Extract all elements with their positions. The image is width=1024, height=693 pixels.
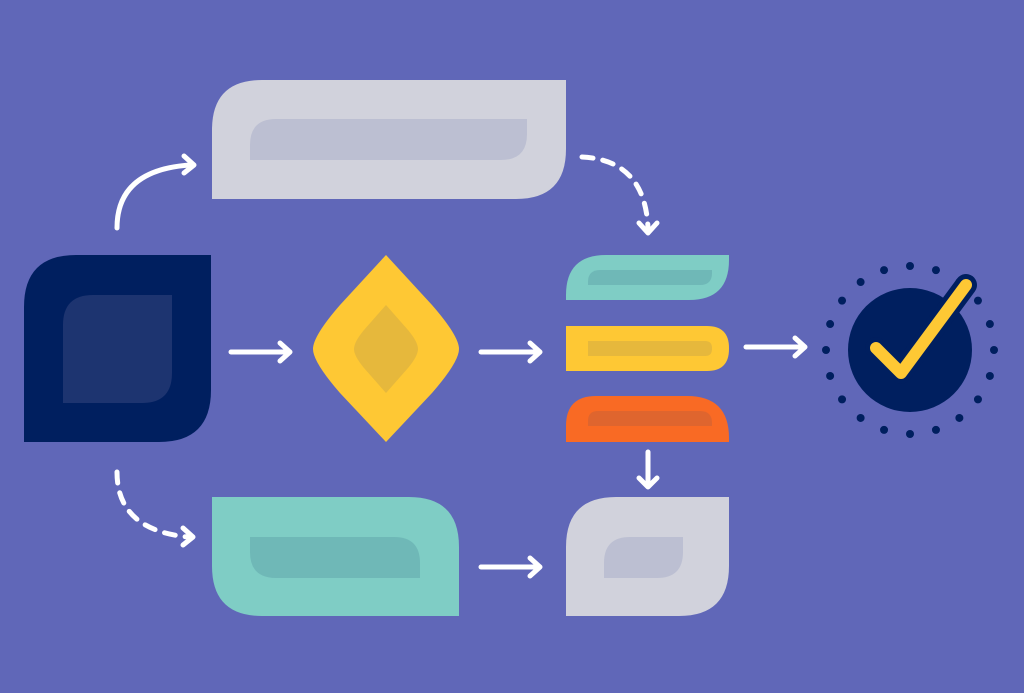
option-yellow-inner	[588, 341, 712, 356]
ring-dot	[856, 278, 865, 287]
option-orange-inner	[588, 411, 712, 426]
ring-dot	[822, 346, 830, 354]
ring-dot	[880, 425, 889, 434]
ring-dot	[990, 346, 998, 354]
ring-dot	[838, 296, 847, 305]
arrow-stack-to-result	[636, 449, 660, 490]
ring-dot	[931, 266, 940, 275]
checkmark-icon	[865, 274, 977, 384]
process-top-inner	[250, 119, 527, 160]
arrow-diamond-to-stack	[478, 340, 543, 364]
ring-dot	[856, 413, 865, 422]
arrow-top-to-stack	[579, 154, 660, 236]
ring-dot	[826, 371, 835, 380]
ring-dot	[955, 413, 964, 422]
arrow-bottom-to-result	[478, 555, 543, 579]
result-block-inner	[604, 537, 683, 578]
ring-dot	[826, 320, 835, 329]
arrow-start-to-diamond	[228, 340, 293, 364]
option-teal-inner	[588, 270, 712, 285]
ring-dot	[973, 395, 982, 404]
ring-dot	[973, 296, 982, 305]
start-block-inner	[63, 295, 172, 403]
ring-dot	[906, 262, 914, 270]
success-check	[822, 262, 998, 438]
arrow-start-to-top	[114, 153, 197, 231]
arrow-stack-to-check	[743, 335, 808, 359]
arrow-start-to-bottom	[114, 469, 196, 548]
ring-dot	[880, 266, 889, 275]
ring-dot	[985, 320, 994, 329]
process-bottom-inner	[250, 537, 420, 578]
decision-diamond-inner	[354, 305, 418, 393]
ring-dot	[838, 395, 847, 404]
ring-dot	[906, 430, 914, 438]
ring-dot	[931, 425, 940, 434]
ring-dot	[985, 371, 994, 380]
dot-ring	[822, 262, 998, 438]
